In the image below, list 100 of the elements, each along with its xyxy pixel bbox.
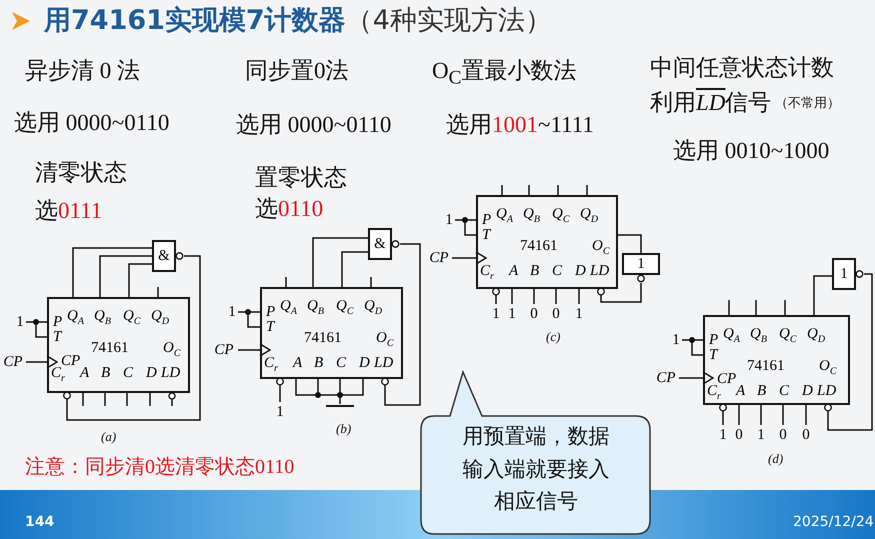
and-gate (368, 228, 400, 260)
pin-label: P (482, 211, 492, 229)
wire (454, 217, 477, 236)
heading-text: 选用1001~1111 (446, 112, 594, 138)
date-text: 2025/12/24 (793, 514, 874, 530)
pin-label: T (266, 318, 274, 336)
pin-label: P (709, 331, 718, 349)
wire (237, 309, 261, 328)
input-label: CP (210, 340, 238, 360)
input-label: 1 (573, 304, 585, 324)
pin-label: O$_{C}$ (592, 237, 610, 259)
gate-label: 1 (636, 255, 646, 274)
figure-caption: (a) (101, 430, 116, 445)
input-label: 1 (670, 330, 682, 350)
pin-label: Q$_{B}$ (523, 205, 540, 227)
not-gate (832, 258, 864, 290)
pin-label: O$_{C}$ (163, 339, 181, 361)
pin-label: D (802, 382, 813, 400)
wire (72, 247, 152, 297)
pin-label: P (266, 303, 276, 321)
input-label: CP (426, 248, 452, 268)
pin-label: A (736, 383, 746, 400)
pin-label: Q$_{B}$ (307, 297, 324, 319)
wire (511, 289, 513, 304)
pin-label: Q$_{A}$ (67, 307, 84, 329)
heading-text: 选0111 (35, 198, 102, 224)
wire (719, 404, 727, 425)
pin-label: T (53, 328, 62, 346)
input-label: 1 (14, 312, 26, 332)
heading-text: 置零状态 (255, 165, 347, 192)
input-label: CP (0, 352, 26, 372)
input-label: 0 (777, 425, 789, 445)
figure-caption: (c) (546, 330, 560, 345)
title: 用74161实现模7计数器（4种实现方法） (44, 4, 552, 38)
heading-text: 中间任意状态计数 (650, 55, 834, 82)
wire (681, 337, 704, 356)
not-gate (622, 253, 660, 283)
wire (813, 275, 832, 315)
heading-text: 信号 (725, 90, 771, 116)
heading-text: 选0110 (255, 196, 324, 222)
pin-label: B (101, 364, 110, 382)
figure-caption: (d) (768, 452, 784, 467)
pin-label: C (779, 382, 790, 400)
pin-label: C (123, 364, 134, 382)
wire (578, 289, 580, 304)
pin-label: LD (374, 354, 394, 372)
pin-label: Q$_{D}$ (364, 297, 382, 319)
pin-label: B (314, 354, 324, 372)
heading-text: 同步置0法 (245, 58, 348, 84)
pin-label: A (509, 262, 518, 280)
and-gate (152, 240, 184, 272)
pin-label: A (80, 365, 90, 382)
pin-label: P (53, 313, 62, 331)
input-label: CP (653, 368, 679, 388)
note-text: 注意：同步清0选清零状态0110 (25, 456, 294, 479)
chip-label: 74161 (520, 237, 558, 255)
wire (679, 371, 714, 385)
signal-name: LD (696, 90, 726, 116)
input-label: 1 (755, 425, 767, 445)
heading-text: 清零状态 (35, 160, 127, 186)
pin-label: Q$_{B}$ (94, 307, 111, 329)
pin-label: Q$_{A}$ (496, 205, 513, 227)
wire (295, 378, 364, 405)
wire (597, 283, 642, 303)
input-label: 0 (733, 425, 745, 445)
heading-text: O$_{C}$置最小数法 (432, 58, 576, 90)
wire (381, 243, 421, 406)
input-label: 1 (226, 302, 238, 322)
gate-label: 1 (839, 265, 849, 284)
wire (824, 273, 873, 431)
pin-label: D (575, 262, 586, 280)
figure-caption: (b) (336, 422, 352, 437)
wire (738, 405, 740, 425)
note-text: （不常用） (775, 97, 840, 112)
pin-label: Q$_{C}$ (336, 297, 354, 319)
heading-text: 异步清 0 法 (25, 58, 140, 84)
gate-label: & (157, 247, 171, 266)
chip-label: 74161 (747, 357, 784, 375)
pin-label: Q$_{D}$ (807, 325, 826, 347)
pin-label: T (709, 346, 718, 364)
pin-label: Q$_{B}$ (750, 325, 767, 347)
heading-text: 利用 (650, 90, 696, 116)
wire (452, 251, 487, 265)
pin-label: D (146, 364, 157, 382)
pin-label: B (530, 262, 540, 280)
pin-label: O$_{C}$ (819, 357, 837, 379)
wire (782, 405, 784, 425)
wire (760, 405, 762, 425)
counter-chip (47, 297, 190, 393)
pin-label: D (359, 354, 370, 372)
callout-bubble (420, 370, 652, 536)
input-label: 1 (443, 210, 455, 230)
pin-label: O$_{C}$ (376, 329, 394, 351)
heading-text: 选用 0000~0110 (14, 110, 170, 136)
wire (533, 289, 535, 304)
wire (99, 255, 152, 297)
heading-text: 选用 0010~1000 (673, 138, 830, 164)
input-label: 0 (550, 304, 562, 324)
wire (618, 234, 642, 253)
wire (492, 288, 500, 304)
